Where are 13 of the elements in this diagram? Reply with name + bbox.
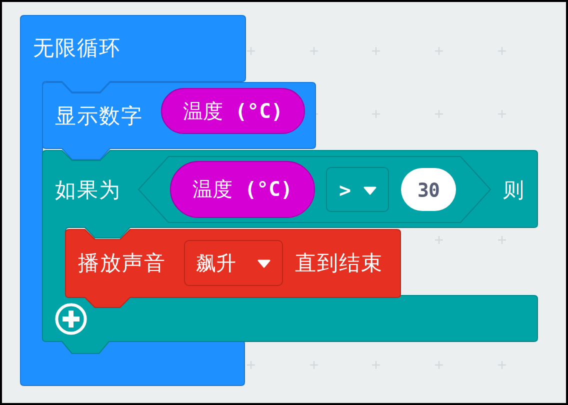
block-label: 播放声音 <box>78 250 166 276</box>
dropdown: 飙升 <box>184 240 283 286</box>
if-block <box>42 150 538 354</box>
block-label: 如果为 <box>55 177 121 203</box>
condition-hexagon <box>138 156 491 223</box>
dropdown: > <box>326 167 389 212</box>
value-pill: 温度 (°C) <box>170 161 315 218</box>
value-pill: 温度 (°C) <box>161 88 305 134</box>
block-label: 则 <box>503 177 525 203</box>
command-block <box>65 229 401 308</box>
block-label: 无限循环 <box>33 35 121 61</box>
block-label: 直到结束 <box>295 250 383 276</box>
block-label: 显示数字 <box>55 103 143 129</box>
